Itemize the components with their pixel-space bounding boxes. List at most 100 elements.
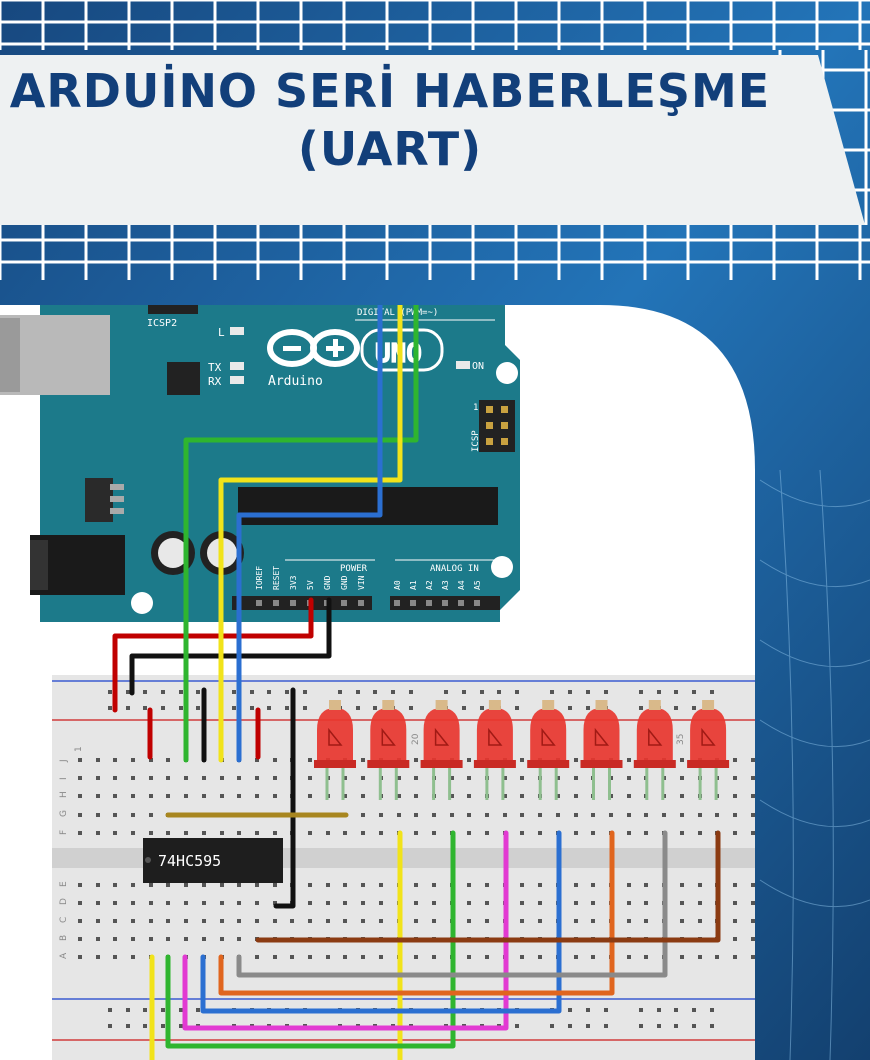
breadboard-hole	[78, 955, 82, 959]
breadboard-hole	[220, 901, 224, 905]
breadboard-hole	[202, 831, 206, 835]
row-label: A	[59, 952, 69, 959]
breadboard-hole	[751, 776, 755, 780]
led-array	[314, 700, 730, 800]
breadboard-hole	[326, 831, 330, 835]
breadboard-hole	[556, 813, 560, 817]
label-rx: RX	[208, 375, 222, 388]
header-pin	[341, 600, 347, 606]
wire-blue-output	[200, 830, 562, 1014]
breadboard-hole	[692, 690, 696, 694]
breadboard-hole	[604, 1008, 608, 1012]
breadboard-hole	[237, 883, 241, 887]
breadboard-hole	[644, 955, 648, 959]
pin-label: A3	[441, 580, 450, 590]
breadboard-hole	[113, 937, 117, 941]
header-pin	[410, 600, 416, 606]
breadboard-hole	[680, 813, 684, 817]
breadboard-hole	[113, 776, 117, 780]
breadboard-hole	[166, 794, 170, 798]
breadboard-hole	[113, 794, 117, 798]
breadboard-hole	[432, 883, 436, 887]
breadboard-hole	[639, 1024, 643, 1028]
breadboard-hole	[273, 901, 277, 905]
breadboard-hole	[467, 794, 471, 798]
breadboard-hole	[538, 831, 542, 835]
breadboard-hole	[432, 901, 436, 905]
breadboard-hole	[485, 901, 489, 905]
breadboard-hole	[255, 919, 259, 923]
breadboard-hole	[591, 813, 595, 817]
breadboard-hole	[432, 813, 436, 817]
header-pin	[358, 600, 364, 606]
breadboard-hole	[113, 813, 117, 817]
breadboard-hole	[149, 919, 153, 923]
breadboard-hole	[303, 706, 307, 710]
breadboard-hole	[657, 690, 661, 694]
breadboard-hole	[96, 883, 100, 887]
breadboard-hole	[108, 690, 112, 694]
breadboard-hole	[751, 758, 755, 762]
label-icsp-pin: 1	[473, 403, 478, 413]
breadboard-hole	[751, 813, 755, 817]
breadboard-hole	[462, 706, 466, 710]
breadboard-hole	[166, 919, 170, 923]
breadboard-hole	[96, 901, 100, 905]
breadboard-hole	[166, 758, 170, 762]
breadboard-hole	[715, 955, 719, 959]
breadboard-hole	[467, 758, 471, 762]
breadboard-hole	[78, 883, 82, 887]
breadboard-hole	[674, 1024, 678, 1028]
breadboard-hole	[520, 831, 524, 835]
breadboard-hole	[143, 1024, 147, 1028]
breadboard-hole	[733, 955, 737, 959]
breadboard-hole	[326, 919, 330, 923]
breadboard-hole	[343, 901, 347, 905]
breadboard-hole	[149, 813, 153, 817]
breadboard-hole	[202, 901, 206, 905]
header-pin	[474, 600, 480, 606]
breadboard-hole	[220, 794, 224, 798]
breadboard-hole	[78, 794, 82, 798]
led	[580, 700, 623, 800]
breadboard-hole	[343, 883, 347, 887]
breadboard-hole	[538, 813, 542, 817]
breadboard-hole	[520, 955, 524, 959]
breadboard-hole	[196, 1008, 200, 1012]
breadboard-hole	[356, 706, 360, 710]
page-title-line1: ARDUİNO SERİ HABERLEŞME	[9, 64, 771, 118]
breadboard-hole	[96, 794, 100, 798]
breadboard-hole	[149, 901, 153, 905]
breadboard-hole	[78, 758, 82, 762]
breadboard-hole	[126, 690, 130, 694]
breadboard-hole	[467, 919, 471, 923]
row-label: I	[59, 777, 69, 780]
breadboard-hole	[179, 1008, 183, 1012]
pin-label: RESET	[272, 566, 281, 590]
breadboard-hole	[409, 690, 413, 694]
breadboard-hole	[639, 706, 643, 710]
breadboard-hole	[397, 776, 401, 780]
breadboard-hole	[184, 776, 188, 780]
breadboard-hole	[698, 831, 702, 835]
breadboard-hole	[131, 901, 135, 905]
breadboard-hole	[379, 919, 383, 923]
breadboard-hole	[680, 955, 684, 959]
breadboard-hole	[373, 690, 377, 694]
breadboard-hole	[680, 776, 684, 780]
row-label: D	[59, 898, 69, 905]
breadboard-hole	[308, 901, 312, 905]
breadboard-hole	[644, 813, 648, 817]
breadboard-hole	[131, 955, 135, 959]
led	[367, 700, 410, 800]
breadboard-hole	[710, 1008, 714, 1012]
arduino-logo	[267, 329, 360, 367]
breadboard-hole	[414, 883, 418, 887]
breadboard-hole	[591, 883, 595, 887]
breadboard-hole	[698, 919, 702, 923]
breadboard-hole	[290, 919, 294, 923]
breadboard-hole	[96, 776, 100, 780]
breadboard-hole	[273, 831, 277, 835]
wire-black-gnd-chip	[273, 687, 296, 909]
